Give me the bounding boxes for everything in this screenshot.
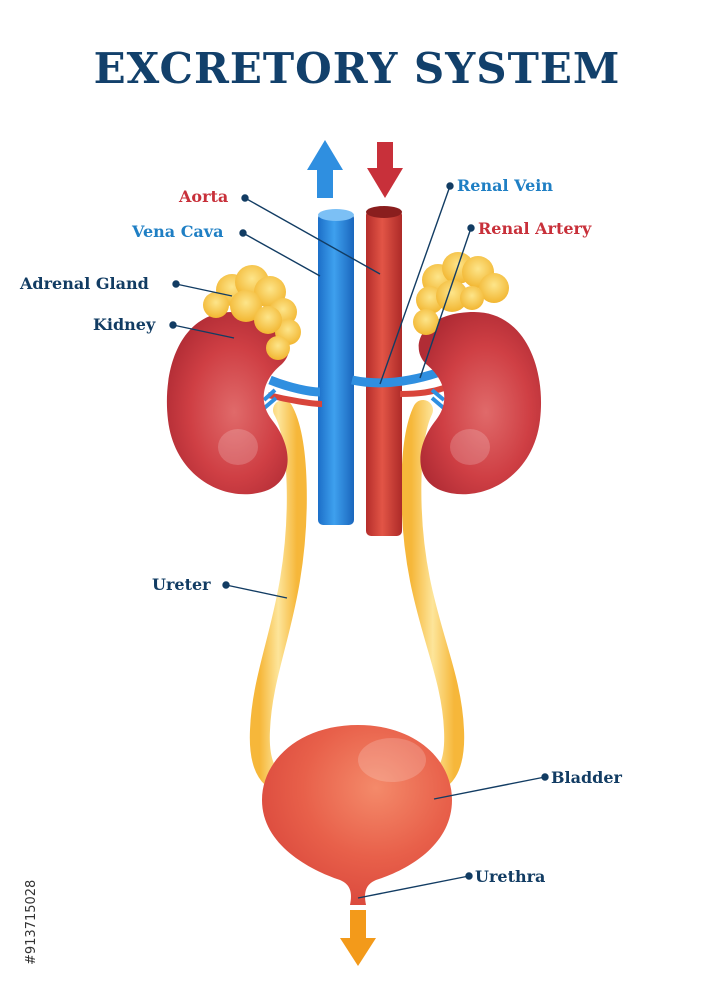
- label-renal-artery: Renal Artery: [478, 219, 592, 238]
- label-adrenal-gland: Adrenal Gland: [19, 274, 149, 293]
- blood-in-arrow: [367, 142, 403, 198]
- right-kidney: [418, 312, 542, 495]
- left-adrenal-gland: [203, 265, 301, 360]
- label-aorta: Aorta: [178, 187, 228, 206]
- label-urethra: Urethra: [475, 867, 545, 886]
- left-kidney: [166, 312, 290, 495]
- renal-vessels: [260, 367, 448, 412]
- blood-out-arrow: [307, 140, 343, 198]
- left-ureter: [249, 400, 307, 793]
- label-kidney: Kidney: [93, 315, 156, 334]
- label-bladder: Bladder: [551, 768, 623, 787]
- leader-lines: [169, 182, 549, 899]
- vena-cava: [318, 209, 354, 525]
- right-adrenal-gland: [413, 252, 509, 335]
- urine-out-arrow: [340, 910, 376, 966]
- label-ureter: Ureter: [152, 575, 211, 594]
- bladder: [262, 725, 452, 905]
- right-ureter: [401, 400, 465, 793]
- stock-image-id: #913715028: [24, 879, 39, 965]
- label-vena-cava: Vena Cava: [131, 222, 223, 241]
- label-renal-vein: Renal Vein: [457, 176, 553, 195]
- diagram-title: EXCRETORY SYSTEM: [93, 44, 621, 93]
